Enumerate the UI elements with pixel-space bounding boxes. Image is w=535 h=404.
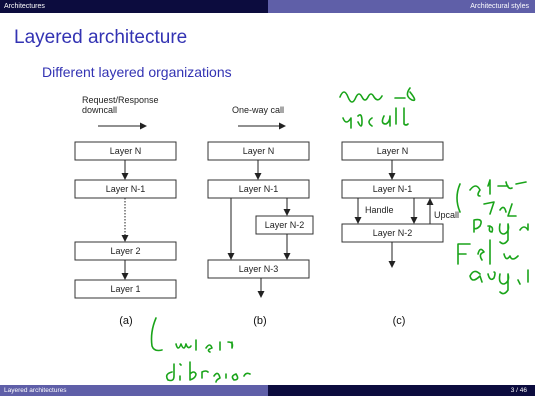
ink-stroke-4 — [483, 201, 517, 217]
c-layer-n: Layer N — [341, 141, 444, 161]
a-layer-n-label: Layer N — [110, 146, 142, 156]
handwritten-annotations — [150, 87, 529, 383]
header-section-left: Architectures — [0, 0, 268, 13]
footer-section-left: Layered architectures — [0, 385, 268, 396]
b-call-label: One-way call — [232, 105, 284, 115]
ink-stroke-10 — [165, 361, 251, 383]
ink-stroke-8 — [150, 317, 163, 352]
a-layer-n-1-label: Layer N-1 — [106, 184, 146, 194]
slide-subtitle: Different layered organizations — [42, 64, 232, 80]
a-call-label-1: Request/Response — [82, 95, 159, 105]
c-caption: (c) — [393, 315, 406, 327]
c-layer-n-label: Layer N — [377, 146, 409, 156]
a-call-label-2: downcall — [82, 105, 117, 115]
b-layer-n-label: Layer N — [243, 146, 275, 156]
c-handle-label: Handle — [365, 205, 394, 215]
b-layer-n-3: Layer N-3 — [207, 259, 310, 279]
b-layer-n-2-label: Layer N-2 — [265, 220, 305, 230]
ink-stroke-3 — [456, 179, 527, 213]
header-section-right: Architectural styles — [268, 0, 535, 13]
diagram-b: One-way call Layer N Layer N-1 Layer N-2… — [207, 105, 314, 327]
diagram-a: Request/Response downcall Layer N Layer … — [74, 95, 177, 327]
a-layer-1: Layer 1 — [74, 279, 177, 299]
a-layer-n: Layer N — [74, 141, 177, 161]
b-caption: (b) — [253, 315, 266, 327]
ink-stroke-5 — [473, 218, 529, 245]
b-layer-n-1-label: Layer N-1 — [239, 184, 279, 194]
c-upcall-label: Upcall — [434, 210, 459, 220]
header-bar: Architectures Architectural styles — [0, 0, 535, 13]
a-layer-2-label: Layer 2 — [110, 246, 140, 256]
a-layer-n-1: Layer N-1 — [74, 179, 177, 199]
c-layer-n-1: Layer N-1 — [341, 179, 444, 199]
a-caption: (a) — [119, 315, 132, 327]
ink-stroke-2 — [342, 107, 409, 129]
b-layer-n-2: Layer N-2 — [255, 215, 314, 235]
ink-stroke-6 — [457, 239, 519, 265]
c-layer-n-2-label: Layer N-2 — [373, 228, 413, 238]
b-layer-n-1: Layer N-1 — [207, 179, 310, 199]
diagram-c: Layer N Layer N-1 Handle Upcall Layer N-… — [341, 141, 459, 327]
ink-stroke-7 — [469, 269, 529, 295]
c-layer-n-1-label: Layer N-1 — [373, 184, 413, 194]
footer-bar: Layered architectures 3 / 46 — [0, 385, 535, 396]
c-layer-n-2: Layer N-2 — [341, 223, 444, 243]
a-layer-2: Layer 2 — [74, 241, 177, 261]
slide-title: Layered architecture — [14, 27, 188, 48]
ink-stroke-1 — [339, 87, 416, 103]
b-layer-n-3-label: Layer N-3 — [239, 264, 279, 274]
a-layer-1-label: Layer 1 — [110, 284, 140, 294]
footer-page-number: 3 / 46 — [268, 385, 535, 396]
ink-stroke-9 — [175, 339, 234, 353]
b-layer-n: Layer N — [207, 141, 310, 161]
